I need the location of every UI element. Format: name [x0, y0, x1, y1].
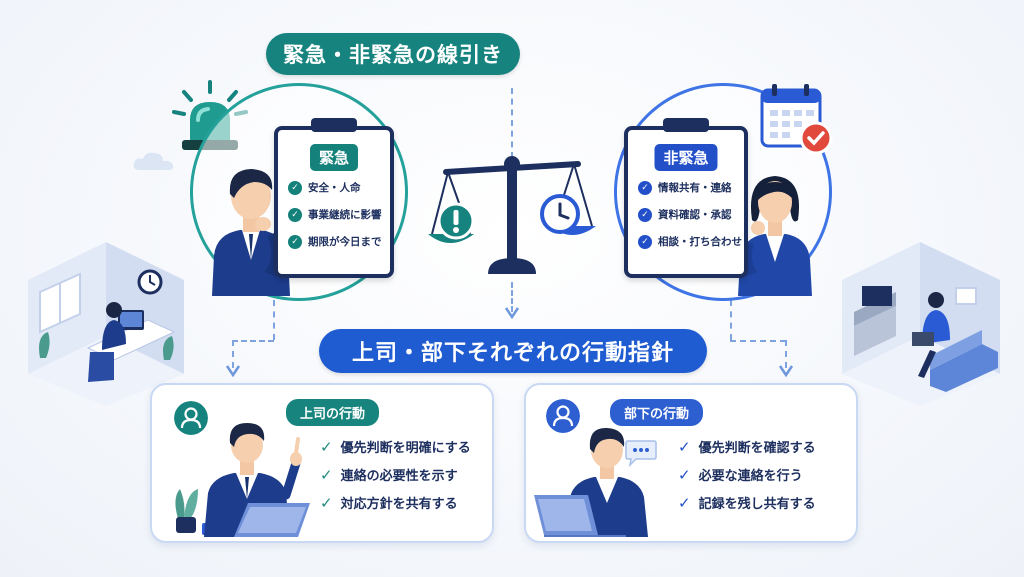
boss-action-card: 上司の行動 ✓ 優先判断を明確にする ✓ 連絡の必要性を示す	[150, 383, 494, 543]
check-icon: ✓	[678, 437, 691, 456]
urgent-item: ✓ 事業継続に影響	[288, 207, 382, 222]
subordinate-action-item: ✓ 必要な連絡を行う	[678, 465, 803, 485]
check-icon: ✓	[678, 493, 691, 512]
subordinate-action-label: 部下の行動	[610, 399, 704, 426]
check-icon: ✓	[638, 180, 652, 195]
urgent-label: 緊急	[309, 144, 359, 171]
urgent-clipboard: 緊急 ✓ 安全・人命 ✓ 事業継続に影響 ✓ 期限が今日まで	[274, 118, 394, 278]
non-urgent-item-text: 相談・打ち合わせ	[658, 236, 742, 248]
chat-bubble-icon	[625, 440, 657, 467]
user-icon	[546, 399, 580, 433]
arrow-down-icon	[504, 307, 520, 320]
subordinate-action-card: 部下の行動 ✓ 優先判断を確認する ✓ 必要な連絡を行う ✓ 記録を残し共有する	[524, 383, 858, 543]
home-room-illustration	[842, 242, 1000, 406]
non-urgent-item-text: 情報共有・連絡	[658, 182, 732, 194]
connector-left-horizontal	[232, 340, 274, 342]
connector-center-down	[511, 282, 513, 312]
urgent-item: ✓ 期限が今日まで	[288, 234, 382, 249]
urgent-item-text: 期限が今日まで	[308, 236, 382, 248]
boss-action-text: 連絡の必要性を示す	[340, 469, 458, 484]
urgent-item-text: 事業継続に影響	[308, 209, 382, 221]
non-urgent-clipboard: 非緊急 ✓ 情報共有・連絡 ✓ 資料確認・承認 ✓ 相談・打ち合わせ	[624, 118, 748, 278]
check-icon: ✓	[320, 493, 333, 512]
user-icon	[174, 401, 208, 435]
page-title: 緊急・非緊急の線引き	[266, 33, 520, 75]
urgent-item: ✓ 安全・人命	[288, 180, 361, 195]
clipboard-clip	[663, 118, 709, 132]
connector-left-down	[273, 300, 275, 340]
clock-icon	[540, 194, 580, 234]
check-icon: ✓	[678, 465, 691, 484]
balance-scale-icon	[428, 156, 596, 274]
check-icon: ✓	[638, 234, 652, 249]
connector-right-drop	[785, 340, 787, 368]
exclamation-icon	[437, 202, 475, 240]
non-urgent-item-text: 資料確認・承認	[658, 209, 732, 221]
check-icon: ✓	[288, 180, 302, 195]
check-icon: ✓	[320, 437, 333, 456]
non-urgent-label: 非緊急	[654, 144, 718, 171]
check-icon: ✓	[288, 234, 302, 249]
thinking-woman-illustration	[738, 176, 812, 296]
cloud-icon	[133, 152, 174, 170]
boss-action-item: ✓ 優先判断を明確にする	[320, 437, 471, 457]
arrow-down-icon	[778, 365, 794, 378]
boss-action-item: ✓ 連絡の必要性を示す	[320, 465, 458, 485]
subordinate-action-text: 必要な連絡を行う	[698, 469, 803, 484]
section-subtitle: 上司・部下それぞれの行動指針	[319, 329, 707, 373]
urgent-item-text: 安全・人命	[308, 182, 361, 194]
clipboard-clip	[311, 118, 357, 132]
check-icon: ✓	[288, 207, 302, 222]
boss-action-text: 対応方針を共有する	[340, 497, 458, 512]
subordinate-action-text: 優先判断を確認する	[698, 441, 816, 456]
subordinate-at-laptop-illustration	[534, 427, 648, 537]
non-urgent-item: ✓ 相談・打ち合わせ	[638, 234, 742, 249]
subordinate-action-text: 記録を残し共有する	[698, 497, 816, 512]
connector-right-horizontal	[730, 340, 786, 342]
calendar-check-icon	[760, 84, 833, 155]
boss-action-item: ✓ 対応方針を共有する	[320, 493, 458, 513]
connector-right-down	[730, 300, 732, 340]
boss-action-text: 優先判断を明確にする	[340, 441, 471, 456]
boss-at-laptop-illustration	[175, 423, 310, 537]
non-urgent-item: ✓ 情報共有・連絡	[638, 180, 732, 195]
connector-top	[511, 88, 513, 158]
check-icon: ✓	[638, 207, 652, 222]
non-urgent-item: ✓ 資料確認・承認	[638, 207, 732, 222]
connector-left-drop	[232, 340, 234, 368]
office-room-illustration	[28, 242, 184, 406]
subordinate-action-item: ✓ 優先判断を確認する	[678, 437, 816, 457]
arrow-down-icon	[225, 365, 241, 378]
boss-action-label: 上司の行動	[286, 399, 380, 426]
check-icon: ✓	[320, 465, 333, 484]
subordinate-action-item: ✓ 記録を残し共有する	[678, 493, 816, 513]
